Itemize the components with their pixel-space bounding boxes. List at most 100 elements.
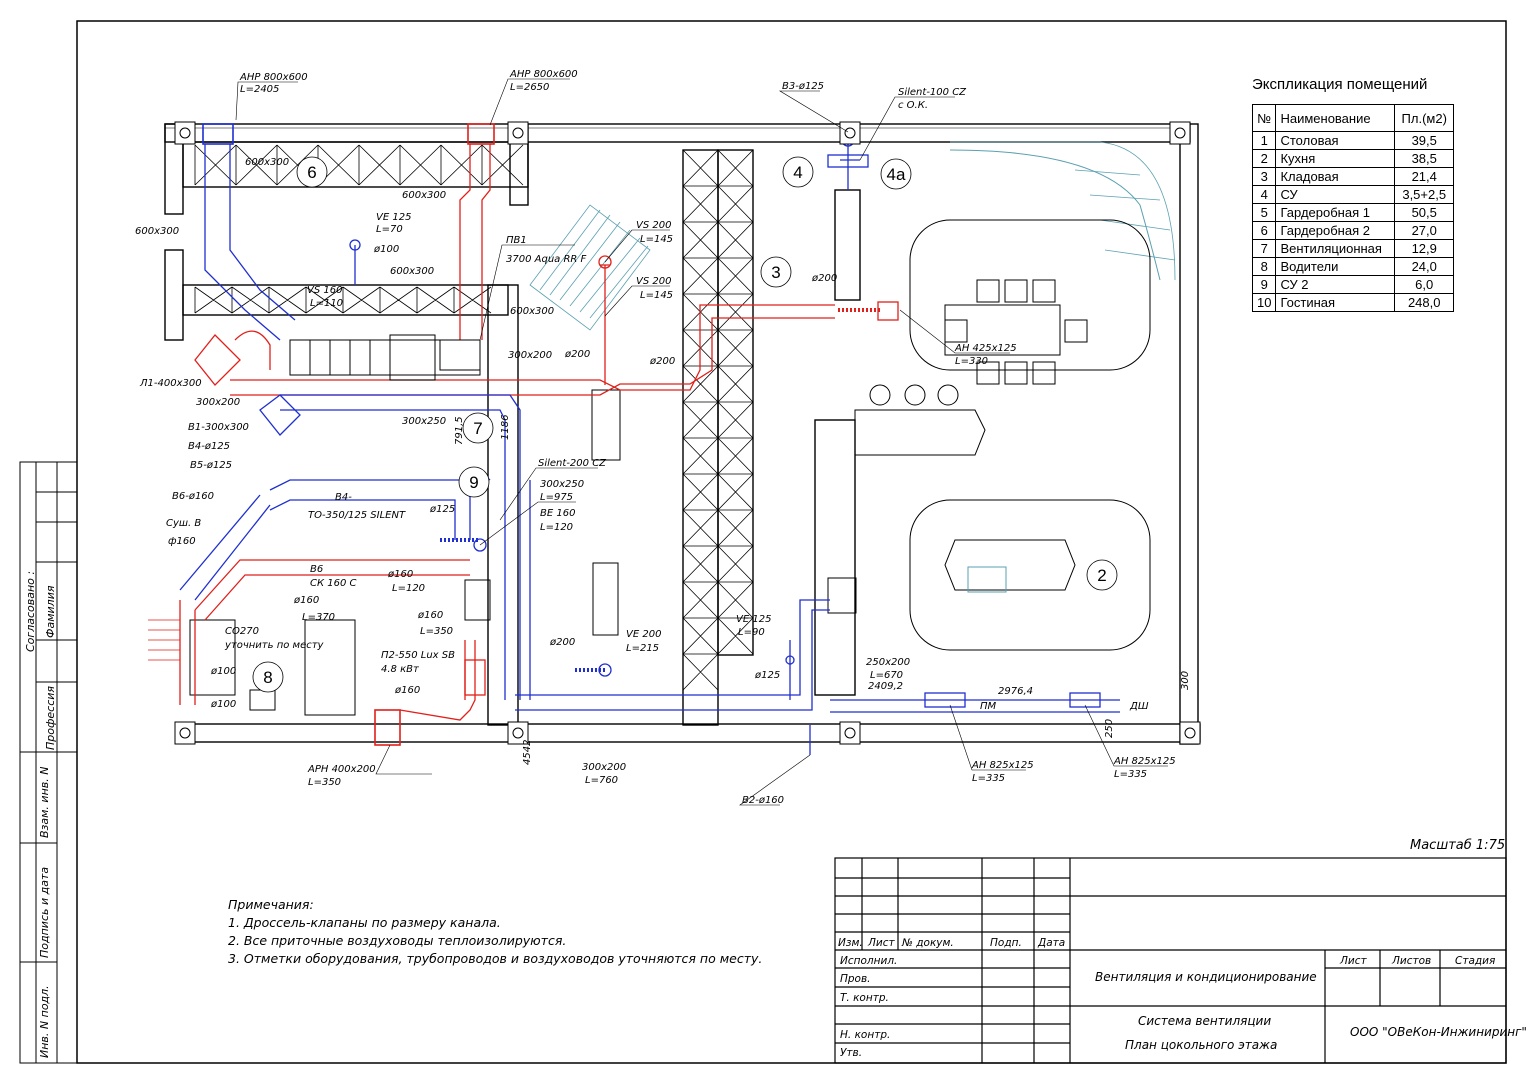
tb-role-1: Исполнил. [840, 955, 898, 967]
walls [164, 123, 1201, 745]
label-arn: АРН 400х200 [307, 764, 376, 775]
label-sush-b2: ф160 [168, 536, 196, 547]
room-circle [462, 412, 494, 444]
label-ah425: АН 425х125 [954, 343, 1017, 354]
room-number: 4 [793, 163, 802, 182]
label-d160-d: ø160 [394, 685, 420, 696]
label-dim300: 300 [1180, 671, 1191, 690]
label-ve125: VE 125 [376, 212, 411, 223]
explication-cell: 5 [1251, 203, 1277, 222]
tb-role-5: Утв. [840, 1047, 863, 1059]
room-number: 9 [469, 473, 478, 492]
leader-line [739, 754, 811, 806]
note-1: 1. Дроссель-клапаны по размеру канала. [228, 915, 501, 930]
label-d125-b: ø125 [754, 670, 780, 681]
explication-cell: 9 [1251, 275, 1277, 294]
explication-cell: 4 [1251, 185, 1277, 204]
tb-company: ООО "ОВеКон-Инжиниринг" [1350, 1025, 1527, 1039]
label-ah825-b: АН 825х125 [1113, 756, 1176, 767]
label-dsh: ДШ [1129, 701, 1149, 712]
label-ah425-l: L=330 [955, 356, 988, 367]
tb-sign: Подп. [990, 937, 1022, 949]
room-circle [458, 466, 490, 498]
explication-cell: 248,0 [1394, 293, 1454, 312]
label-d100-a: ø100 [210, 666, 236, 677]
leader-line [604, 229, 670, 263]
label-d200-a: ø200 [811, 273, 837, 284]
label-l1: Л1-400х300 [139, 378, 202, 389]
label-p2-b: 4.8 кВт [381, 664, 420, 675]
leader-line [778, 90, 849, 133]
explication-cell: 2 [1251, 149, 1277, 168]
explication-cell: 3 [1251, 167, 1277, 186]
tb-system-1: Система вентиляции [1138, 1014, 1272, 1028]
room-number: 2 [1097, 566, 1106, 585]
label-vs200-b-l: L=145 [640, 290, 673, 301]
label-dim2976: 2976,4 [998, 686, 1033, 697]
label-ve200-l: L=215 [626, 643, 659, 654]
label-to350: ТО-350/125 SILENT [308, 510, 406, 521]
room-number: 4а [887, 165, 906, 184]
label-b5: В5-ø125 [190, 460, 232, 471]
label-ah825-a: АН 825х125 [971, 760, 1034, 771]
explication-cell: Водители [1275, 257, 1396, 276]
label-dim791: 791,5 [454, 416, 465, 445]
label-pv1: ПВ1 [506, 235, 527, 246]
explication-cell: 24,0 [1394, 257, 1454, 276]
tb-date: Дата [1038, 937, 1066, 949]
label-vs200-b: VS 200 [636, 276, 671, 287]
label-l370: L=370 [302, 612, 335, 623]
label-ahr2: АНР 800х600 [509, 69, 578, 80]
label-co270: СО270 [225, 626, 259, 637]
label-dim2409: 2409,2 [868, 681, 903, 692]
side-profession: Профессия [44, 685, 57, 750]
title-block [834, 857, 1507, 1064]
label-ve125-b: VE 125 [736, 614, 771, 625]
leader-line [499, 467, 598, 521]
label-l670: L=670 [870, 670, 903, 681]
label-d100-b: ø100 [210, 699, 236, 710]
note-3: 3. Отметки оборудования, трубопроводов и… [228, 951, 763, 966]
leader-line [479, 501, 576, 546]
tb-role-2: Пров. [840, 973, 871, 985]
explication-cell: СУ 2 [1275, 275, 1396, 294]
label-be160-l: L=120 [540, 522, 573, 533]
explication-cell: Гостиная [1275, 293, 1396, 312]
label-ve125-b-l: L=90 [738, 627, 765, 638]
explication-cell: 12,9 [1394, 239, 1454, 258]
explication-cell: Столовая [1275, 131, 1396, 150]
explication-cell: 38,5 [1394, 149, 1454, 168]
furniture [189, 219, 1151, 716]
tb-list: Лист [868, 937, 895, 949]
explication-header-cell: Пл.(м2) [1394, 104, 1454, 132]
leader-line [949, 704, 1026, 771]
label-d600x300-b: 600х300 [402, 190, 446, 201]
label-d600x300-a: 600х300 [245, 157, 289, 168]
label-co270-b: уточнить по месту [224, 640, 325, 651]
label-b4-to: В4- [335, 492, 352, 503]
room-circle [782, 156, 814, 188]
label-d160-c: ø160 [417, 610, 443, 621]
explication-cell: 7 [1251, 239, 1277, 258]
explication-header-cell: № [1251, 104, 1277, 132]
room-number: 8 [263, 668, 272, 687]
side-agreed: Согласовано : [24, 570, 37, 652]
label-d200-c: ø200 [649, 356, 675, 367]
label-silent100-b: с О.К. [898, 100, 928, 111]
tb-izm: Изм. [838, 937, 863, 949]
notes: Примечания: 1. Дроссель-клапаны по разме… [228, 896, 762, 968]
leader-line [235, 81, 298, 121]
explication-title: Экспликация помещений [1252, 76, 1428, 93]
note-2: 2. Все приточные воздуховоды теплоизолир… [228, 933, 567, 948]
explication-cell: 6,0 [1394, 275, 1454, 294]
label-d600x300-d: 600х300 [390, 266, 434, 277]
room-circle [296, 156, 328, 188]
